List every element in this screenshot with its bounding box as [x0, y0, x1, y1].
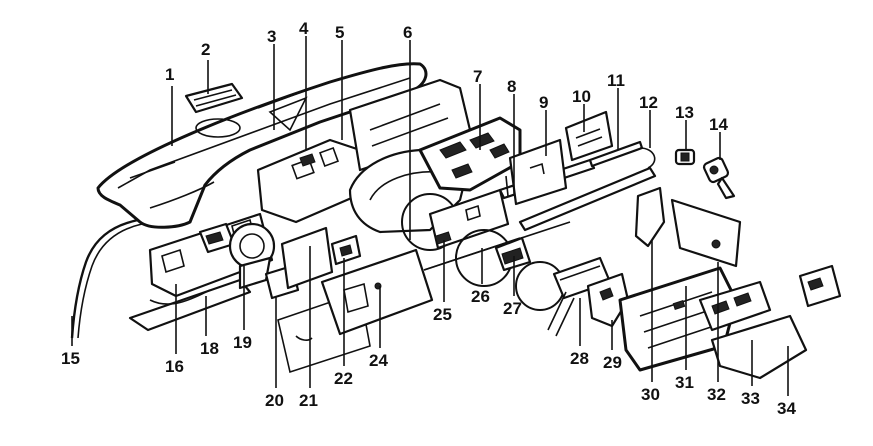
callout-26: 26 — [471, 287, 490, 306]
callout-15: 15 — [61, 349, 80, 368]
callout-32: 32 — [707, 385, 726, 404]
callout-8: 8 — [507, 77, 516, 96]
callout-14: 14 — [709, 115, 728, 134]
callout-19: 19 — [233, 333, 252, 352]
callout-33: 33 — [741, 389, 760, 408]
callout-20: 20 — [265, 391, 284, 410]
callout-11: 11 — [607, 71, 625, 90]
lower-strip — [518, 166, 657, 232]
callout-7: 7 — [473, 67, 482, 86]
callout-13: 13 — [675, 103, 694, 122]
callout-2: 2 — [201, 40, 210, 59]
dashboard-top-pad — [96, 62, 428, 229]
callout-25: 25 — [433, 305, 452, 324]
speaker-grille — [184, 82, 244, 114]
mount-bracket — [280, 226, 334, 290]
callout-3: 3 — [267, 27, 276, 46]
callout-16: 16 — [165, 357, 184, 376]
end-cap — [798, 264, 842, 308]
ignition-key — [702, 156, 736, 200]
callout-5: 5 — [335, 23, 344, 42]
console-bracket — [634, 186, 666, 248]
switch-bracket — [564, 110, 614, 162]
callout-27: 27 — [503, 299, 522, 318]
callout-10: 10 — [572, 87, 591, 106]
callout-21: 21 — [299, 391, 318, 410]
callout-labels: 1 2 3 4 5 6 7 8 9 10 11 12 13 14 15 16 1… — [61, 19, 796, 418]
callout-28: 28 — [570, 349, 589, 368]
callout-1: 1 — [165, 65, 174, 84]
wiring-cable — [70, 218, 139, 339]
leader-lines — [71, 36, 789, 396]
callout-18: 18 — [200, 339, 219, 358]
right-support — [670, 198, 742, 268]
callout-34: 34 — [777, 399, 796, 418]
callout-6: 6 — [403, 23, 412, 42]
callout-9: 9 — [539, 93, 548, 112]
dashboard-parts — [70, 62, 842, 380]
callout-30: 30 — [641, 385, 660, 404]
callout-31: 31 — [675, 373, 694, 392]
callout-4: 4 — [299, 19, 309, 38]
callout-12: 12 — [639, 93, 658, 112]
callout-22: 22 — [334, 369, 353, 388]
glove-box — [320, 248, 434, 336]
callout-24: 24 — [369, 351, 388, 370]
callout-29: 29 — [603, 353, 622, 372]
switch-cluster — [586, 272, 630, 328]
blower-fan — [198, 222, 276, 290]
ashtray-ring — [515, 261, 565, 311]
